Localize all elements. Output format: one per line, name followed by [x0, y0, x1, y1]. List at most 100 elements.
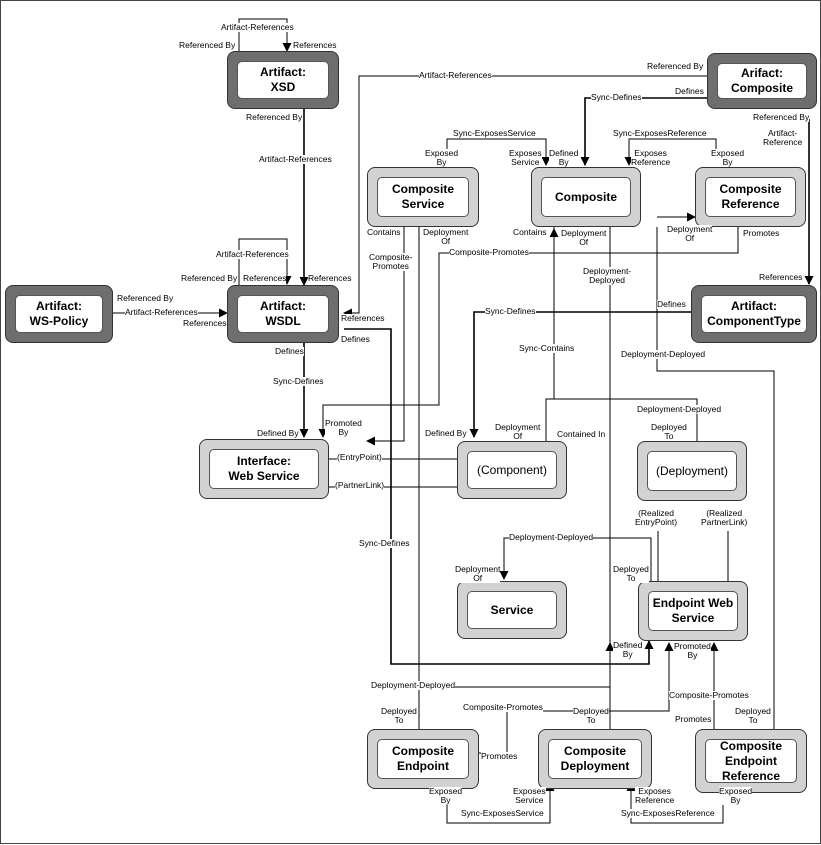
- edge-label: Artifact- Reference: [763, 128, 803, 147]
- node-label: Service: [490, 602, 534, 617]
- node-label: Artifact: WSDL: [259, 299, 306, 328]
- edge-label: Exposed By: [425, 148, 459, 167]
- edge-label: Deployment-Deployed: [621, 349, 706, 359]
- node-label: (Component): [476, 462, 548, 477]
- node-label: Composite Endpoint Reference: [719, 738, 782, 783]
- edge-label: Artifact-References: [125, 307, 198, 317]
- node-composite-endpoint[interactable]: Composite Endpoint: [367, 729, 479, 789]
- node-label: Composite Service: [391, 182, 454, 211]
- edge-label: References: [759, 272, 803, 282]
- edge-label: Defined By: [257, 428, 299, 438]
- edge-label: Promotes: [675, 714, 712, 724]
- node-label: (Deployment): [655, 463, 729, 478]
- node-composite-reference[interactable]: Composite Reference: [695, 167, 806, 227]
- edge-label: Artifact-References: [419, 70, 492, 80]
- edge-label: Exposes Reference: [631, 148, 671, 167]
- deployment-of-reference-line: [656, 227, 775, 729]
- node-artifact-ws-policy[interactable]: Artifact: WS-Policy: [5, 285, 113, 343]
- edge-label: Deployed To: [613, 564, 649, 583]
- edge-label: Sync-Defines: [591, 92, 642, 102]
- edge-label: Sync-ExposesService: [461, 808, 544, 818]
- edge-label: Deployment Of: [495, 422, 541, 441]
- node-label: Composite Reference: [719, 182, 782, 211]
- edge-label: Artifact-References: [221, 22, 294, 32]
- edge-label: (Realized PartnerLink): [701, 508, 748, 527]
- node-artifact-wsdl[interactable]: Artifact: WSDL: [227, 285, 339, 343]
- edge-label: Exposed By: [429, 786, 463, 805]
- edge-label: Deployment- Deployed: [583, 266, 632, 285]
- edge-label: Referenced By: [246, 112, 303, 122]
- edge-label: Artifact-References: [216, 249, 289, 259]
- edge-label: Composite- Promotes: [369, 252, 413, 271]
- edge-label: Exposes Reference: [635, 786, 675, 805]
- edge-label: Defined By: [549, 148, 579, 167]
- node-artifact-xsd[interactable]: Artifact: XSD: [227, 51, 339, 109]
- wsdl-self-reference-line: [238, 238, 292, 287]
- xsd-self-reference-line: [238, 18, 292, 53]
- edge-label: Defines: [675, 86, 704, 96]
- node-interface-web-service[interactable]: Interface: Web Service: [199, 439, 329, 499]
- contains-service-line: [366, 227, 405, 446]
- node-composite-endpoint-reference[interactable]: Composite Endpoint Reference: [695, 729, 807, 793]
- node-label: Endpoint Web Service: [652, 596, 734, 625]
- edge-label: Deployment-Deployed: [371, 680, 456, 690]
- edge-label: Sync-ExposesReference: [621, 808, 715, 818]
- edge-label: Defined By: [613, 640, 643, 659]
- edge-label: (Realized EntryPoint): [635, 508, 678, 527]
- node-label: Composite: [554, 189, 617, 204]
- edge-label: Referenced By: [753, 112, 810, 122]
- edge-label: Referenced By: [117, 293, 174, 303]
- node-label: Artifact: WS-Policy: [29, 299, 89, 328]
- node-arifact-composite[interactable]: Arifact: Composite: [707, 53, 817, 109]
- edge-label: Defines: [275, 346, 304, 356]
- node-service[interactable]: Service: [457, 581, 567, 639]
- edge-label: Deployed To: [381, 706, 417, 725]
- edge-label: Referenced By: [179, 40, 236, 50]
- edge-label: Composite-Promotes: [463, 702, 543, 712]
- edge-label: References: [293, 40, 337, 50]
- edge-label: Deployed To: [651, 422, 687, 441]
- edge-label: Exposed By: [711, 148, 745, 167]
- edge-label: Contains: [513, 227, 547, 237]
- edge-label: Deployment-Deployed: [509, 532, 594, 542]
- wsdl-to-endpoint-line: [344, 328, 654, 665]
- sync-exposes-reference-bottom-line: [626, 782, 724, 824]
- edge-label: Deployment Of: [561, 228, 607, 247]
- deployment-deployed-top-line: [545, 398, 698, 441]
- edge-label: Sync-ExposesReference: [613, 128, 707, 138]
- edge-label: Defined By: [425, 428, 467, 438]
- edge-label: Promotes: [481, 751, 518, 761]
- sync-exposes-service-bottom-line: [446, 782, 555, 824]
- edge-label: Referenced By: [647, 61, 704, 71]
- promotes-interface-line: [318, 227, 739, 438]
- edge-label: Defines: [657, 299, 686, 309]
- edge-label: References: [341, 313, 385, 323]
- edge-label: Deployed To: [573, 706, 609, 725]
- node-component[interactable]: (Component): [457, 441, 567, 499]
- edge-label: Referenced By: [181, 273, 238, 283]
- edge-label: Exposed By: [719, 786, 753, 805]
- endpoint-deployed-line: [418, 642, 615, 729]
- edge-label: Exposes Service: [513, 786, 546, 805]
- edge-label: References: [243, 273, 287, 283]
- edge-label: Composite-Promotes: [449, 247, 529, 257]
- edge-label: Contained In: [557, 429, 606, 439]
- node-endpoint-web-service[interactable]: Endpoint Web Service: [638, 581, 748, 641]
- node-label: Composite Deployment: [560, 744, 630, 773]
- edge-label: Sync-Defines: [485, 306, 536, 316]
- edge-label: References: [308, 273, 352, 283]
- edge-label: Promotes: [743, 228, 780, 238]
- edge-label: Sync-ExposesService: [453, 128, 536, 138]
- node-composite-service[interactable]: Composite Service: [367, 167, 479, 227]
- node-artifact-componenttype[interactable]: Artifact: ComponentType: [691, 285, 817, 343]
- edge-label: Contains: [367, 227, 401, 237]
- edge-label: Deployment-Deployed: [637, 404, 722, 414]
- node-deployment[interactable]: (Deployment): [637, 441, 747, 501]
- node-composite[interactable]: Composite: [531, 167, 641, 227]
- edge-label: Sync-Contains: [519, 343, 575, 353]
- node-composite-deployment[interactable]: Composite Deployment: [538, 729, 652, 789]
- edge-label: Promoted By: [325, 418, 362, 437]
- edge-label: Deployed To: [735, 706, 771, 725]
